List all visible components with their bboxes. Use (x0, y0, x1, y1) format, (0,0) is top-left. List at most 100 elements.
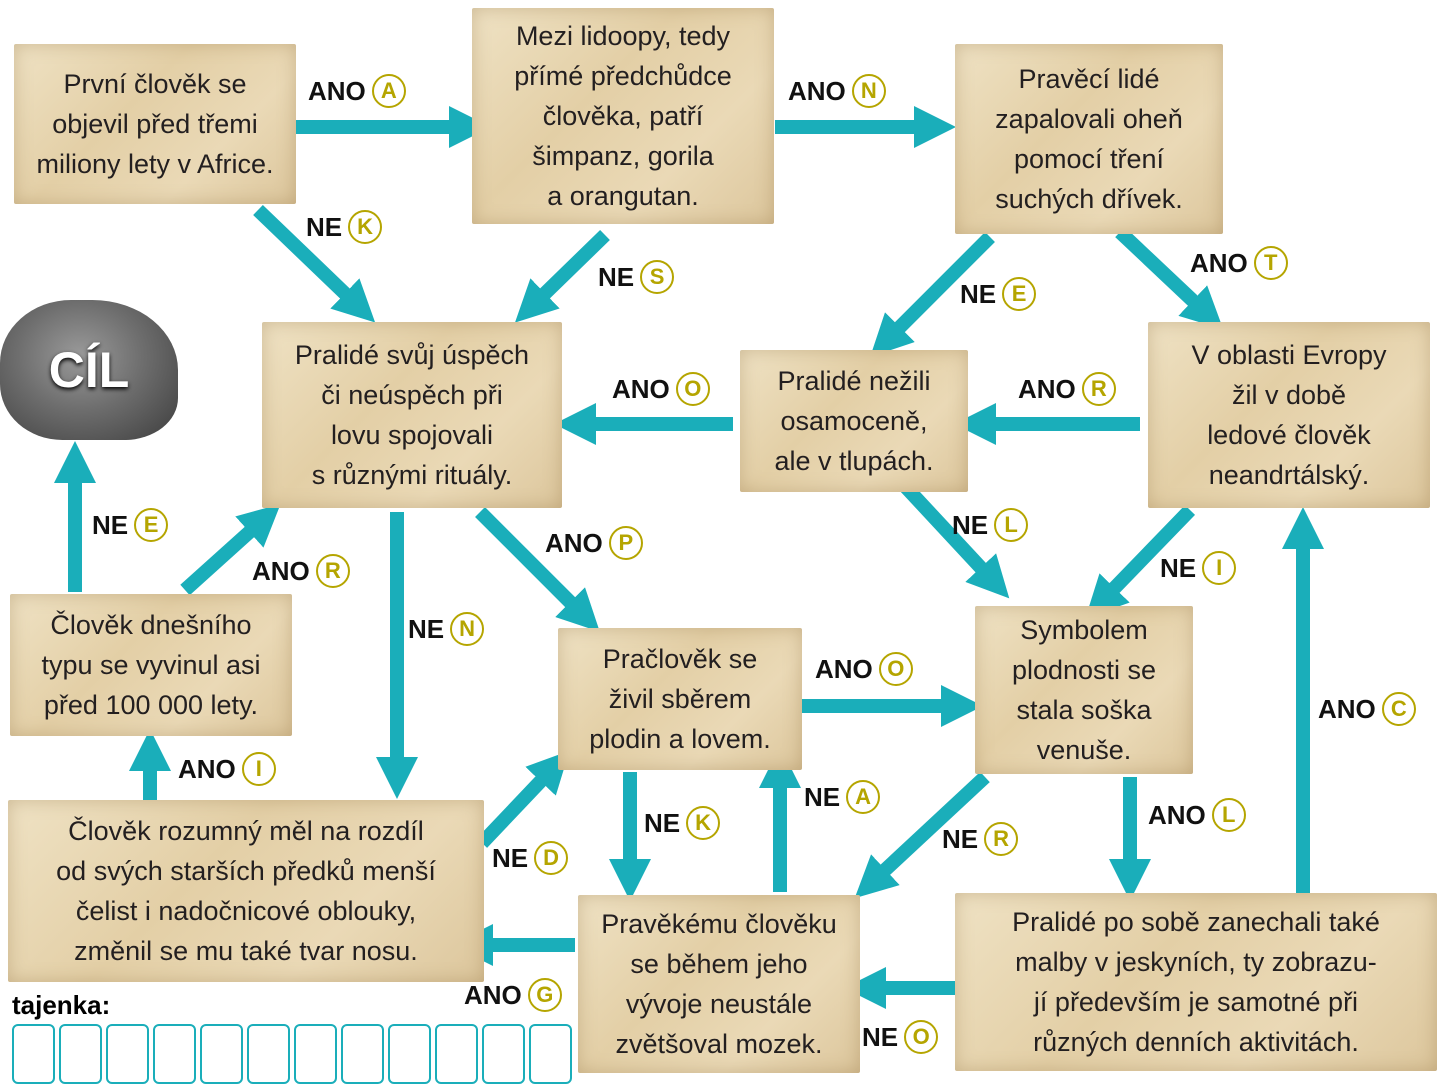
letter-badge: L (994, 508, 1029, 542)
statement-box-8: Pračlověk se živil sběrem plodin a lovem… (558, 628, 802, 770)
statement-box-4: Pralidé svůj úspěch či neúspěch při lovu… (262, 322, 562, 508)
tajenka-cell[interactable] (12, 1024, 55, 1084)
arrow-7-4 (180, 503, 281, 596)
tajenka-cell[interactable] (106, 1024, 149, 1084)
statement-box-2: Mezi lidoopy, tedy přímé předchůdce člov… (472, 8, 774, 224)
letter-badge: L (1211, 798, 1246, 832)
edge-word: ANO (308, 75, 366, 106)
tajenka-cell[interactable] (482, 1024, 525, 1084)
arrow-3-5 (870, 232, 995, 357)
statement-box-10: Člověk rozumný měl na rozdíl od svých st… (8, 800, 484, 982)
letter-badge: S (640, 260, 675, 294)
arrow-10-8 (476, 750, 570, 848)
tajenka-cell[interactable] (388, 1024, 431, 1084)
letter-badge: T (1253, 246, 1288, 280)
tajenka-cell[interactable] (153, 1024, 196, 1084)
edge-word: ANO (252, 555, 310, 586)
edge-word: NE (942, 823, 979, 854)
letter-badge: N (851, 74, 886, 108)
letter-badge: C (1381, 692, 1416, 726)
arrow-1-4 (253, 204, 376, 323)
letter-badge: O (904, 1020, 939, 1054)
tajenka-cell[interactable] (529, 1024, 572, 1084)
edge-word: NE (804, 781, 841, 812)
letter-badge: R (984, 822, 1019, 856)
edge-word: NE (598, 261, 635, 292)
letter-badge: I (241, 752, 276, 786)
tajenka-cell[interactable] (294, 1024, 337, 1084)
arrow-3-6 (1115, 226, 1224, 330)
tajenka-label: tajenka: (12, 990, 111, 1020)
edge-word: NE (952, 509, 989, 540)
edge-word: ANO (545, 527, 603, 558)
edge-word: NE (644, 807, 681, 838)
edge-word: ANO (464, 979, 522, 1010)
edge-word: ANO (815, 653, 873, 684)
tajenka-cell[interactable] (247, 1024, 290, 1084)
statement-box-6: V oblasti Evropy žil v době ledové člově… (1148, 322, 1430, 508)
arrow-9-11 (854, 771, 990, 899)
edge-word: ANO (1318, 693, 1376, 724)
tajenka-cell[interactable] (59, 1024, 102, 1084)
tajenka-grid (12, 1024, 572, 1084)
letter-badge: A (846, 780, 881, 814)
edge-word: NE (306, 211, 343, 242)
letter-badge: D (534, 841, 569, 875)
letter-badge: A (371, 74, 406, 108)
edge-word: ANO (1148, 799, 1206, 830)
tajenka-cell[interactable] (341, 1024, 384, 1084)
edge-word: NE (92, 509, 129, 540)
letter-badge: E (1002, 277, 1037, 311)
tajenka-cell[interactable] (435, 1024, 478, 1084)
letter-badge: E (134, 508, 169, 542)
arrow-6-9 (1085, 505, 1196, 619)
letter-badge: R (1081, 372, 1116, 406)
goal-label: CÍL (48, 342, 130, 398)
edge-word: NE (492, 842, 529, 873)
letter-badge: N (450, 612, 485, 646)
statement-box-12: Pralidé po sobě zanechali také malby v j… (955, 893, 1437, 1071)
letter-badge: O (878, 652, 913, 686)
arrow-4-8 (475, 507, 600, 632)
edge-word: NE (408, 613, 445, 644)
letter-badge: P (608, 526, 643, 560)
letter-badge: K (686, 806, 721, 840)
letter-badge: K (348, 210, 383, 244)
edge-word: ANO (1018, 373, 1076, 404)
statement-box-1: První člověk se objevil před třemi milio… (14, 44, 296, 204)
letter-badge: I (1202, 551, 1237, 585)
edge-word: ANO (612, 373, 670, 404)
letter-badge: R (315, 554, 350, 588)
statement-box-5: Pralidé nežili osamoceně, ale v tlupách. (740, 350, 968, 492)
edge-word: NE (960, 278, 997, 309)
statement-box-9: Symbolem plodnosti se stala soška venuše… (975, 606, 1193, 774)
statement-box-7: Člověk dnešního typu se vyvinul asi před… (10, 594, 292, 736)
tajenka-cell[interactable] (200, 1024, 243, 1084)
goal-rock: CÍL (0, 300, 178, 440)
arrow-2-4 (514, 229, 610, 323)
letter-badge: G (527, 978, 562, 1012)
